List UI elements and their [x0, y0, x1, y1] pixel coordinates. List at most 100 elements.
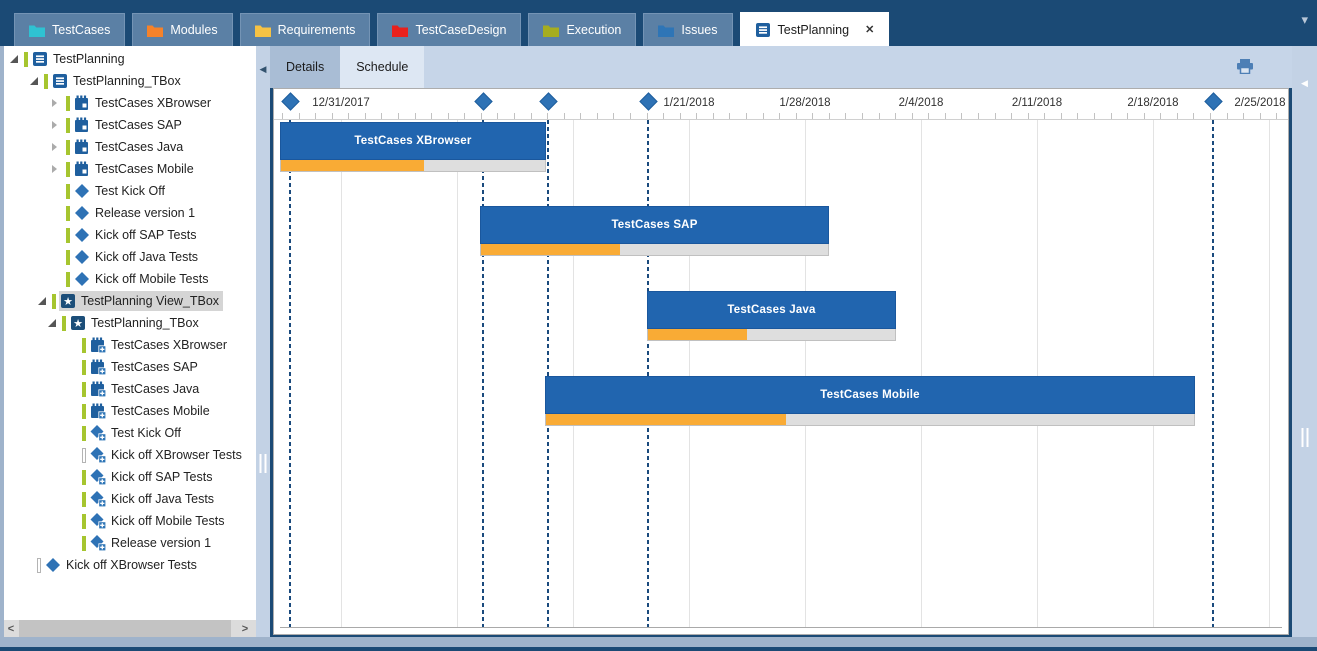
scroll-left-icon[interactable]: <	[7, 622, 15, 635]
milestone-diamond[interactable]	[639, 92, 658, 111]
tree-item-kick-off-xbrowser-tests[interactable]: Kick off XBrowser Tests	[4, 554, 256, 576]
tree-item-testplanning-tbox[interactable]: ★TestPlanning_TBox	[4, 312, 256, 334]
tab-testcases[interactable]: TestCases	[14, 13, 126, 46]
expander-icon[interactable]	[38, 297, 52, 305]
tree-item-kick-off-mobile-tests[interactable]: Kick off Mobile Tests	[4, 268, 256, 290]
task-bar[interactable]: TestCases Java	[647, 291, 896, 329]
expander-icon[interactable]	[48, 319, 62, 327]
tab-requirements[interactable]: Requirements	[239, 13, 371, 46]
tree-item-testcases-mobile[interactable]: TestCases Mobile	[4, 158, 256, 180]
star-icon: ★	[70, 315, 86, 331]
splitter-grip[interactable]	[1301, 428, 1308, 447]
tree-item-content: TestCases SAP	[89, 357, 202, 377]
task-progress-fill	[481, 244, 620, 255]
tree-item-content: ★TestPlanning_TBox	[69, 313, 203, 333]
tree-item-kick-off-sap-tests[interactable]: Kick off SAP Tests	[4, 224, 256, 246]
week-gridline	[1037, 120, 1038, 628]
tab-modules[interactable]: Modules	[132, 13, 233, 46]
tree-item-kick-off-mobile-tests[interactable]: Kick off Mobile Tests	[4, 510, 256, 532]
tree-item-testcases-sap[interactable]: TestCases SAP	[4, 356, 256, 378]
milestone-diamond-icon	[74, 183, 90, 199]
status-bar-green	[62, 315, 66, 331]
day-tick	[1260, 113, 1261, 119]
day-tick	[746, 113, 747, 119]
task-bar[interactable]: TestCases Mobile	[545, 376, 1195, 414]
milestone-dashed-line	[647, 120, 649, 627]
tree-horizontal-scrollbar[interactable]: < >	[4, 620, 256, 637]
tree-item-release-version-1[interactable]: Release version 1	[4, 202, 256, 224]
subtab-bar: Details Schedule	[270, 46, 1292, 88]
gantt-task-testcases-xbrowser[interactable]: TestCases XBrowser	[280, 122, 546, 172]
gantt-task-testcases-java[interactable]: TestCases Java	[647, 291, 896, 341]
expander-icon[interactable]	[10, 55, 24, 63]
milestone-diamond[interactable]	[281, 92, 300, 111]
timeline-date-label: 1/28/2018	[779, 97, 831, 109]
milestone-diamond[interactable]	[1204, 92, 1223, 111]
printer-icon[interactable]	[1236, 59, 1254, 79]
tab-execution[interactable]: Execution	[528, 13, 637, 46]
milestone-diamond[interactable]	[474, 92, 493, 111]
tree-item-testcases-java[interactable]: TestCases Java	[4, 378, 256, 400]
collapse-right-arrow-icon[interactable]: ◀	[1301, 78, 1308, 88]
scroll-right-icon[interactable]: >	[241, 622, 249, 635]
left-splitter[interactable]: ◀	[256, 46, 270, 637]
tree-item-testcases-sap[interactable]: TestCases SAP	[4, 114, 256, 136]
tab-testplanning[interactable]: TestPlanning✕	[739, 12, 890, 46]
chevron-down-icon[interactable]: ▾	[1301, 12, 1308, 27]
tree-item-testcases-java[interactable]: TestCases Java	[4, 136, 256, 158]
splitter-grip[interactable]	[259, 454, 267, 473]
day-tick	[763, 113, 764, 119]
milestone-diamond-plus-icon	[90, 535, 106, 551]
tree-item-label: Kick off XBrowser Tests	[66, 558, 197, 572]
task-progress-track	[647, 329, 896, 341]
expander-icon[interactable]	[52, 143, 66, 151]
day-tick	[1144, 113, 1145, 119]
right-splitter[interactable]: ◀	[1292, 46, 1317, 637]
gantt-task-testcases-sap[interactable]: TestCases SAP	[480, 206, 829, 256]
scrollbar-thumb[interactable]	[19, 620, 231, 637]
expander-icon[interactable]	[30, 77, 44, 85]
tab-details[interactable]: Details	[270, 46, 341, 88]
task-bar[interactable]: TestCases XBrowser	[280, 122, 546, 160]
tab-issues[interactable]: Issues	[643, 13, 733, 46]
tree-item-label: Test Kick Off	[111, 426, 181, 440]
collapse-left-arrow-icon[interactable]: ◀	[259, 64, 267, 74]
tree-item-testcases-mobile[interactable]: TestCases Mobile	[4, 400, 256, 422]
tab-schedule[interactable]: Schedule	[340, 46, 425, 88]
tree-item-label: TestCases Mobile	[111, 404, 210, 418]
tree-item-testcases-xbrowser[interactable]: TestCases XBrowser	[4, 334, 256, 356]
timeline-date-label: 2/25/2018	[1234, 97, 1286, 109]
tree-item-kick-off-java-tests[interactable]: Kick off Java Tests	[4, 488, 256, 510]
day-tick	[1243, 113, 1244, 119]
tree-item-label: TestCases Java	[95, 140, 184, 154]
milestone-diamond-icon	[74, 205, 90, 221]
tree-item-testcases-xbrowser[interactable]: TestCases XBrowser	[4, 92, 256, 114]
task-bar[interactable]: TestCases SAP	[480, 206, 829, 244]
day-tick	[647, 113, 648, 119]
expander-icon[interactable]	[52, 165, 66, 173]
timeline-date-label: 2/18/2018	[1127, 97, 1179, 109]
expander-icon[interactable]	[52, 99, 66, 107]
milestone-diamond-plus-icon	[90, 491, 106, 507]
tree-item-testplanning[interactable]: TestPlanning	[4, 48, 256, 70]
milestone-diamond[interactable]	[539, 92, 558, 111]
tab-testcasedesign[interactable]: TestCaseDesign	[377, 13, 522, 46]
expander-icon[interactable]	[52, 121, 66, 129]
tree-item-label: Kick off Mobile Tests	[95, 272, 209, 286]
tree-item-testplanning-view-tbox[interactable]: ★TestPlanning View_TBox	[4, 290, 256, 312]
close-icon[interactable]: ✕	[865, 24, 875, 36]
tree-item-test-kick-off[interactable]: Test Kick Off	[4, 422, 256, 444]
status-bar-green	[66, 161, 70, 177]
tree-item-kick-off-sap-tests[interactable]: Kick off SAP Tests	[4, 466, 256, 488]
tree-item-release-version-1[interactable]: Release version 1	[4, 532, 256, 554]
tree-item-kick-off-xbrowser-tests[interactable]: Kick off XBrowser Tests	[4, 444, 256, 466]
tree-item-testplanning-tbox[interactable]: TestPlanning_TBox	[4, 70, 256, 92]
status-bar-green	[66, 183, 70, 199]
day-tick	[1077, 113, 1078, 119]
tree-item-test-kick-off[interactable]: Test Kick Off	[4, 180, 256, 202]
tree-item-kick-off-java-tests[interactable]: Kick off Java Tests	[4, 246, 256, 268]
gantt-task-testcases-mobile[interactable]: TestCases Mobile	[545, 376, 1195, 426]
milestone-dashed-line	[289, 120, 291, 627]
